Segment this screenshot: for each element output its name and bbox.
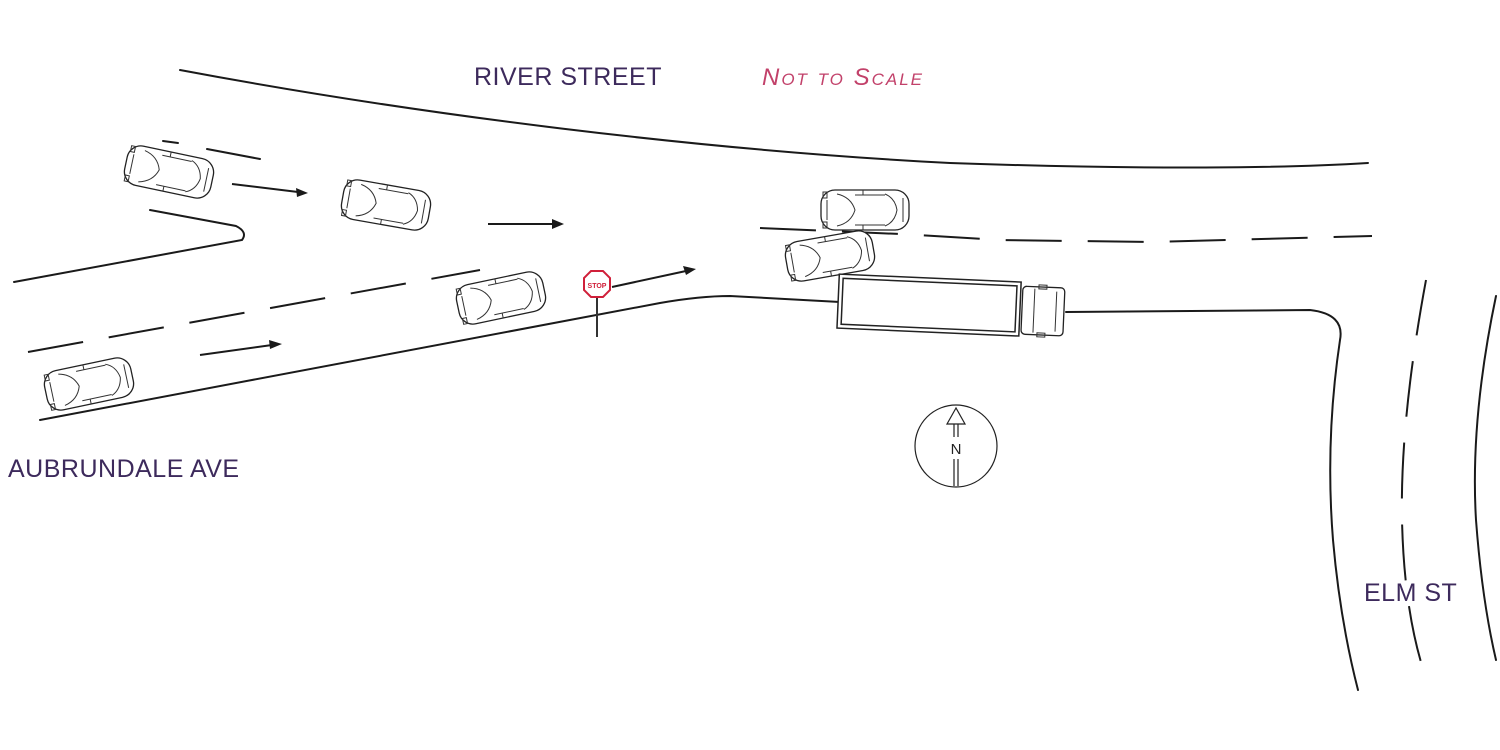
direction-arrow — [199, 340, 282, 356]
aubrundale-ave-label: AUBRUNDALE AVE — [8, 455, 240, 483]
stop-sign-icon: STOP — [583, 270, 611, 337]
river-street-north-edge — [179, 69, 1369, 169]
not-to-scale-note: Not to Scale — [762, 64, 924, 91]
motion-mark — [162, 140, 179, 144]
river-street-south-edge — [1065, 308, 1359, 691]
compass-north-letter: N — [951, 441, 962, 458]
elm-st-east-edge — [1473, 295, 1497, 661]
river-street-west-fork-edge — [13, 209, 245, 283]
motion-mark — [206, 148, 261, 160]
direction-arrow — [611, 266, 696, 288]
stop-sign-text: STOP — [588, 283, 607, 290]
car-icon — [338, 177, 434, 233]
elm-st-label: ELM ST — [1364, 579, 1458, 607]
truck-icon — [836, 273, 1066, 338]
aubrundale-ave-centerline — [27, 269, 481, 353]
direction-arrow — [488, 219, 564, 229]
river-street-label: RIVER STREET — [474, 63, 662, 91]
north-compass-icon: N — [914, 404, 998, 488]
elm-st-centerline — [1400, 279, 1427, 673]
car-icon — [453, 268, 549, 328]
car-icon — [121, 142, 217, 202]
direction-arrow — [231, 183, 308, 197]
aubrundale-ave-south-edge — [39, 294, 841, 421]
car-icon — [820, 189, 910, 231]
